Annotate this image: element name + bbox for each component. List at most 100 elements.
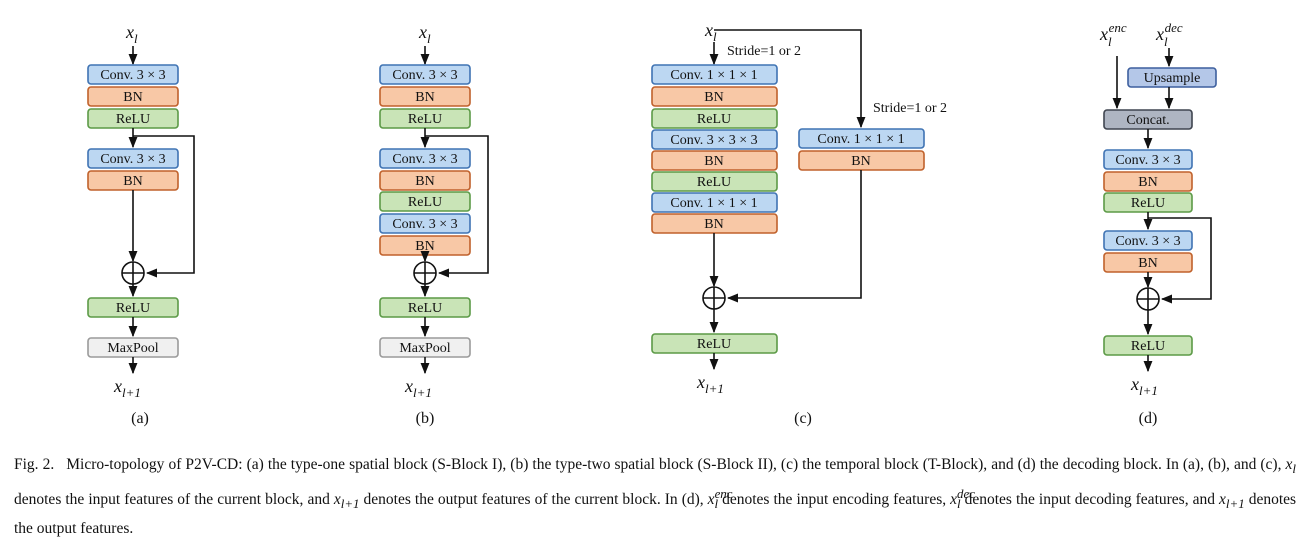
conv-block: Conv. 3 × 3 <box>1103 230 1193 251</box>
panel-label-b: (b) <box>416 410 435 427</box>
relu-block: ReLU <box>1103 335 1193 356</box>
relu-block: ReLU <box>379 297 471 318</box>
svg-text:ReLU: ReLU <box>697 337 731 352</box>
caption-text: denotes the input decoding features, and <box>964 491 1215 509</box>
conv-block: Conv. 3 × 3 <box>1103 149 1193 170</box>
svg-text:BN: BN <box>123 174 142 189</box>
caption-var: xencl <box>707 486 733 512</box>
add-node <box>1136 287 1160 311</box>
caption-var: xl+1 <box>333 491 360 512</box>
conv-block: Conv. 3 × 3 <box>379 64 471 85</box>
stride-note-main: Stride=1 or 2 <box>727 44 801 59</box>
svg-text:Upsample: Upsample <box>1144 71 1201 86</box>
svg-text:ReLU: ReLU <box>408 195 442 210</box>
relu-block: ReLU <box>87 108 179 129</box>
svg-text:Conv. 1 × 1 × 1: Conv. 1 × 1 × 1 <box>670 196 757 211</box>
svg-text:Conv. 1 × 1 × 1: Conv. 1 × 1 × 1 <box>817 132 904 147</box>
conv-block: Conv. 3 × 3 <box>379 213 471 234</box>
svg-text:BN: BN <box>415 90 434 105</box>
panel-label-a: (a) <box>131 410 149 427</box>
bn-block: BN <box>651 86 778 107</box>
architecture-diagram: xl Conv. 3 × 3 BN ReLU Conv. 3 × 3 BN <box>87 20 1217 427</box>
svg-text:ReLU: ReLU <box>697 175 731 190</box>
side-bn-block: BN <box>798 150 925 171</box>
conv-block: Conv. 3 × 3 <box>87 64 179 85</box>
svg-text:ReLU: ReLU <box>116 112 150 127</box>
panel-label-c: (c) <box>794 410 812 427</box>
add-node <box>413 261 437 285</box>
svg-text:ReLU: ReLU <box>697 112 731 127</box>
svg-text:MaxPool: MaxPool <box>107 341 158 356</box>
relu-block: ReLU <box>651 171 778 192</box>
caption-text: Micro-topology of P2V-CD: (a) the type-o… <box>66 456 1282 473</box>
panel-d: xlenc xldec Upsample Concat. Conv. 3 × 3… <box>1099 20 1217 427</box>
svg-text:BN: BN <box>851 154 870 169</box>
conv-block: Conv. 1 × 1 × 1 <box>651 64 778 85</box>
maxpool-block: MaxPool <box>87 337 179 358</box>
svg-text:Conv. 3 × 3: Conv. 3 × 3 <box>392 217 457 232</box>
svg-text:Conv. 3 × 3: Conv. 3 × 3 <box>1115 153 1180 168</box>
svg-text:BN: BN <box>1138 256 1157 271</box>
output-x-a: xl+1 <box>113 376 141 400</box>
bn-block: BN <box>379 235 471 256</box>
caption-text: denotes the output features. <box>14 491 1297 538</box>
svg-text:Conv. 1 × 1 × 1: Conv. 1 × 1 × 1 <box>670 68 757 83</box>
output-x-b: xl+1 <box>404 376 432 400</box>
output-x-d: xl+1 <box>1130 374 1158 398</box>
svg-text:ReLU: ReLU <box>1131 339 1165 354</box>
conv-block: Conv. 1 × 1 × 1 <box>651 192 778 213</box>
svg-text:BN: BN <box>704 90 723 105</box>
bn-block: BN <box>651 150 778 171</box>
caption-text: denotes the input features of the curren… <box>14 491 330 509</box>
bn-block: BN <box>379 86 471 107</box>
conv-block: Conv. 3 × 3 <box>87 148 179 169</box>
figure-caption: Fig. 2. Micro-topology of P2V-CD: (a) th… <box>14 452 1296 541</box>
caption-text: denotes the input encoding features, <box>722 491 947 509</box>
add-node <box>702 286 726 310</box>
svg-text:Conv. 3 × 3: Conv. 3 × 3 <box>100 152 165 167</box>
bn-block: BN <box>1103 171 1193 192</box>
conv-block: Conv. 3 × 3 <box>379 148 471 169</box>
relu-block: ReLU <box>379 191 471 212</box>
input-x-a: xl <box>125 22 138 46</box>
concat-block: Concat. <box>1103 109 1193 130</box>
caption-text: denotes the output features of the curre… <box>363 491 704 509</box>
svg-text:MaxPool: MaxPool <box>399 341 450 356</box>
relu-block: ReLU <box>1103 192 1193 213</box>
stride-note-side: Stride=1 or 2 <box>873 101 947 116</box>
maxpool-block: MaxPool <box>379 337 471 358</box>
upsample-block: Upsample <box>1127 67 1217 88</box>
add-node <box>121 261 145 285</box>
svg-text:ReLU: ReLU <box>116 301 150 316</box>
bn-block: BN <box>87 86 179 107</box>
panel-label-d: (d) <box>1139 410 1158 427</box>
bn-block: BN <box>87 170 179 191</box>
svg-text:BN: BN <box>1138 175 1157 190</box>
caption-label: Fig. 2. <box>14 456 55 473</box>
caption-var: xl+1 <box>1219 491 1245 512</box>
input-x-b: xl <box>418 22 431 46</box>
caption-var: xdecl <box>950 486 975 512</box>
relu-block: ReLU <box>651 333 778 354</box>
panel-c: xl Stride=1 or 2 Stride=1 or 2 Conv. 1 ×… <box>651 20 947 427</box>
input-x-dec: xldec <box>1155 20 1183 49</box>
svg-text:BN: BN <box>415 174 434 189</box>
panel-a: xl Conv. 3 × 3 BN ReLU Conv. 3 × 3 BN <box>87 22 195 427</box>
svg-text:Conv. 3 × 3: Conv. 3 × 3 <box>100 68 165 83</box>
side-conv-block: Conv. 1 × 1 × 1 <box>798 128 925 149</box>
panel-b: xl Conv. 3 × 3 BN ReLU Conv. 3 × 3 BN Re… <box>379 22 489 427</box>
svg-text:Conv. 3 × 3: Conv. 3 × 3 <box>1115 234 1180 249</box>
output-x-c: xl+1 <box>696 372 724 396</box>
input-x-enc: xlenc <box>1099 20 1127 49</box>
relu-block: ReLU <box>87 297 179 318</box>
bn-block: BN <box>1103 252 1193 273</box>
svg-text:BN: BN <box>704 154 723 169</box>
svg-text:ReLU: ReLU <box>408 112 442 127</box>
conv-block: Conv. 3 × 3 × 3 <box>651 129 778 150</box>
svg-text:Conv. 3 × 3: Conv. 3 × 3 <box>392 152 457 167</box>
svg-text:Conv. 3 × 3 × 3: Conv. 3 × 3 × 3 <box>670 133 757 148</box>
svg-text:BN: BN <box>123 90 142 105</box>
caption-var: xl <box>1285 456 1296 477</box>
bn-block: BN <box>651 213 778 234</box>
relu-block: ReLU <box>651 108 778 129</box>
